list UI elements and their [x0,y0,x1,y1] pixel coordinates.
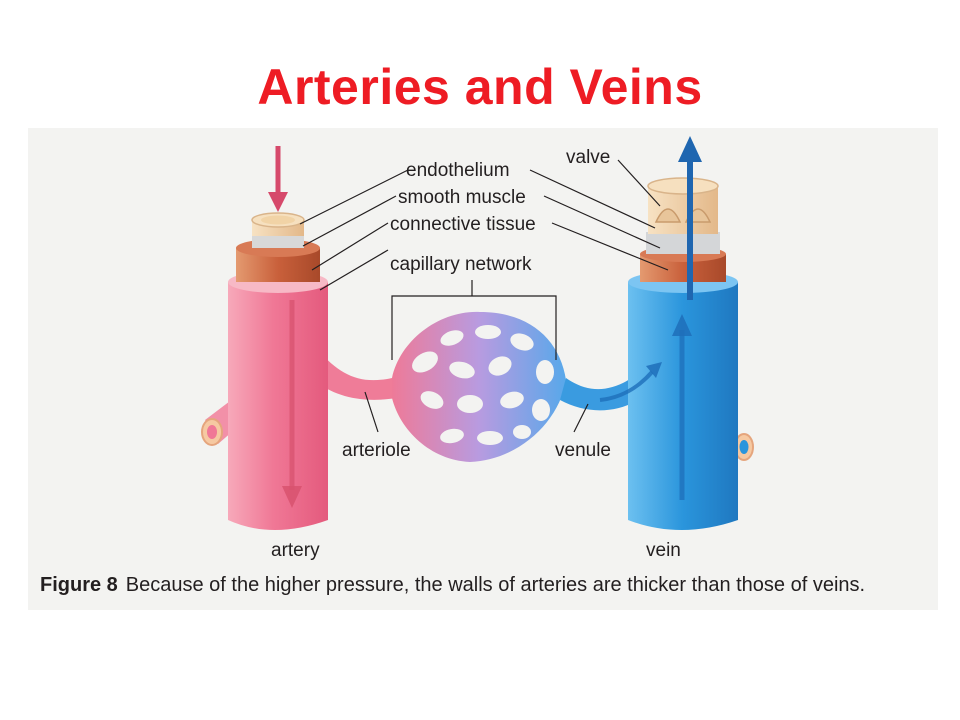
artery-vessel [201,146,396,530]
page-title: Arteries and Veins [257,59,703,115]
label-connective-tissue: connective tissue [390,214,536,235]
figure-number: Figure 8 [40,574,118,596]
label-venule: venule [555,440,611,461]
label-leader-lines [299,159,669,433]
label-capillary-network: capillary network [390,254,532,275]
label-smooth-muscle: smooth muscle [398,187,526,208]
label-artery: artery [271,540,320,561]
caption-text: Because of the higher pressure, the wall… [125,574,866,596]
label-vein: vein [646,540,681,561]
capillary-network [392,311,652,462]
label-arteriole: arteriole [342,440,411,461]
label-valve: valve [566,147,610,168]
figure-caption: Figure 8 Because of the higher pressure, … [40,574,940,597]
vein-vessel [599,136,754,530]
label-endothelium: endothelium [406,160,510,181]
